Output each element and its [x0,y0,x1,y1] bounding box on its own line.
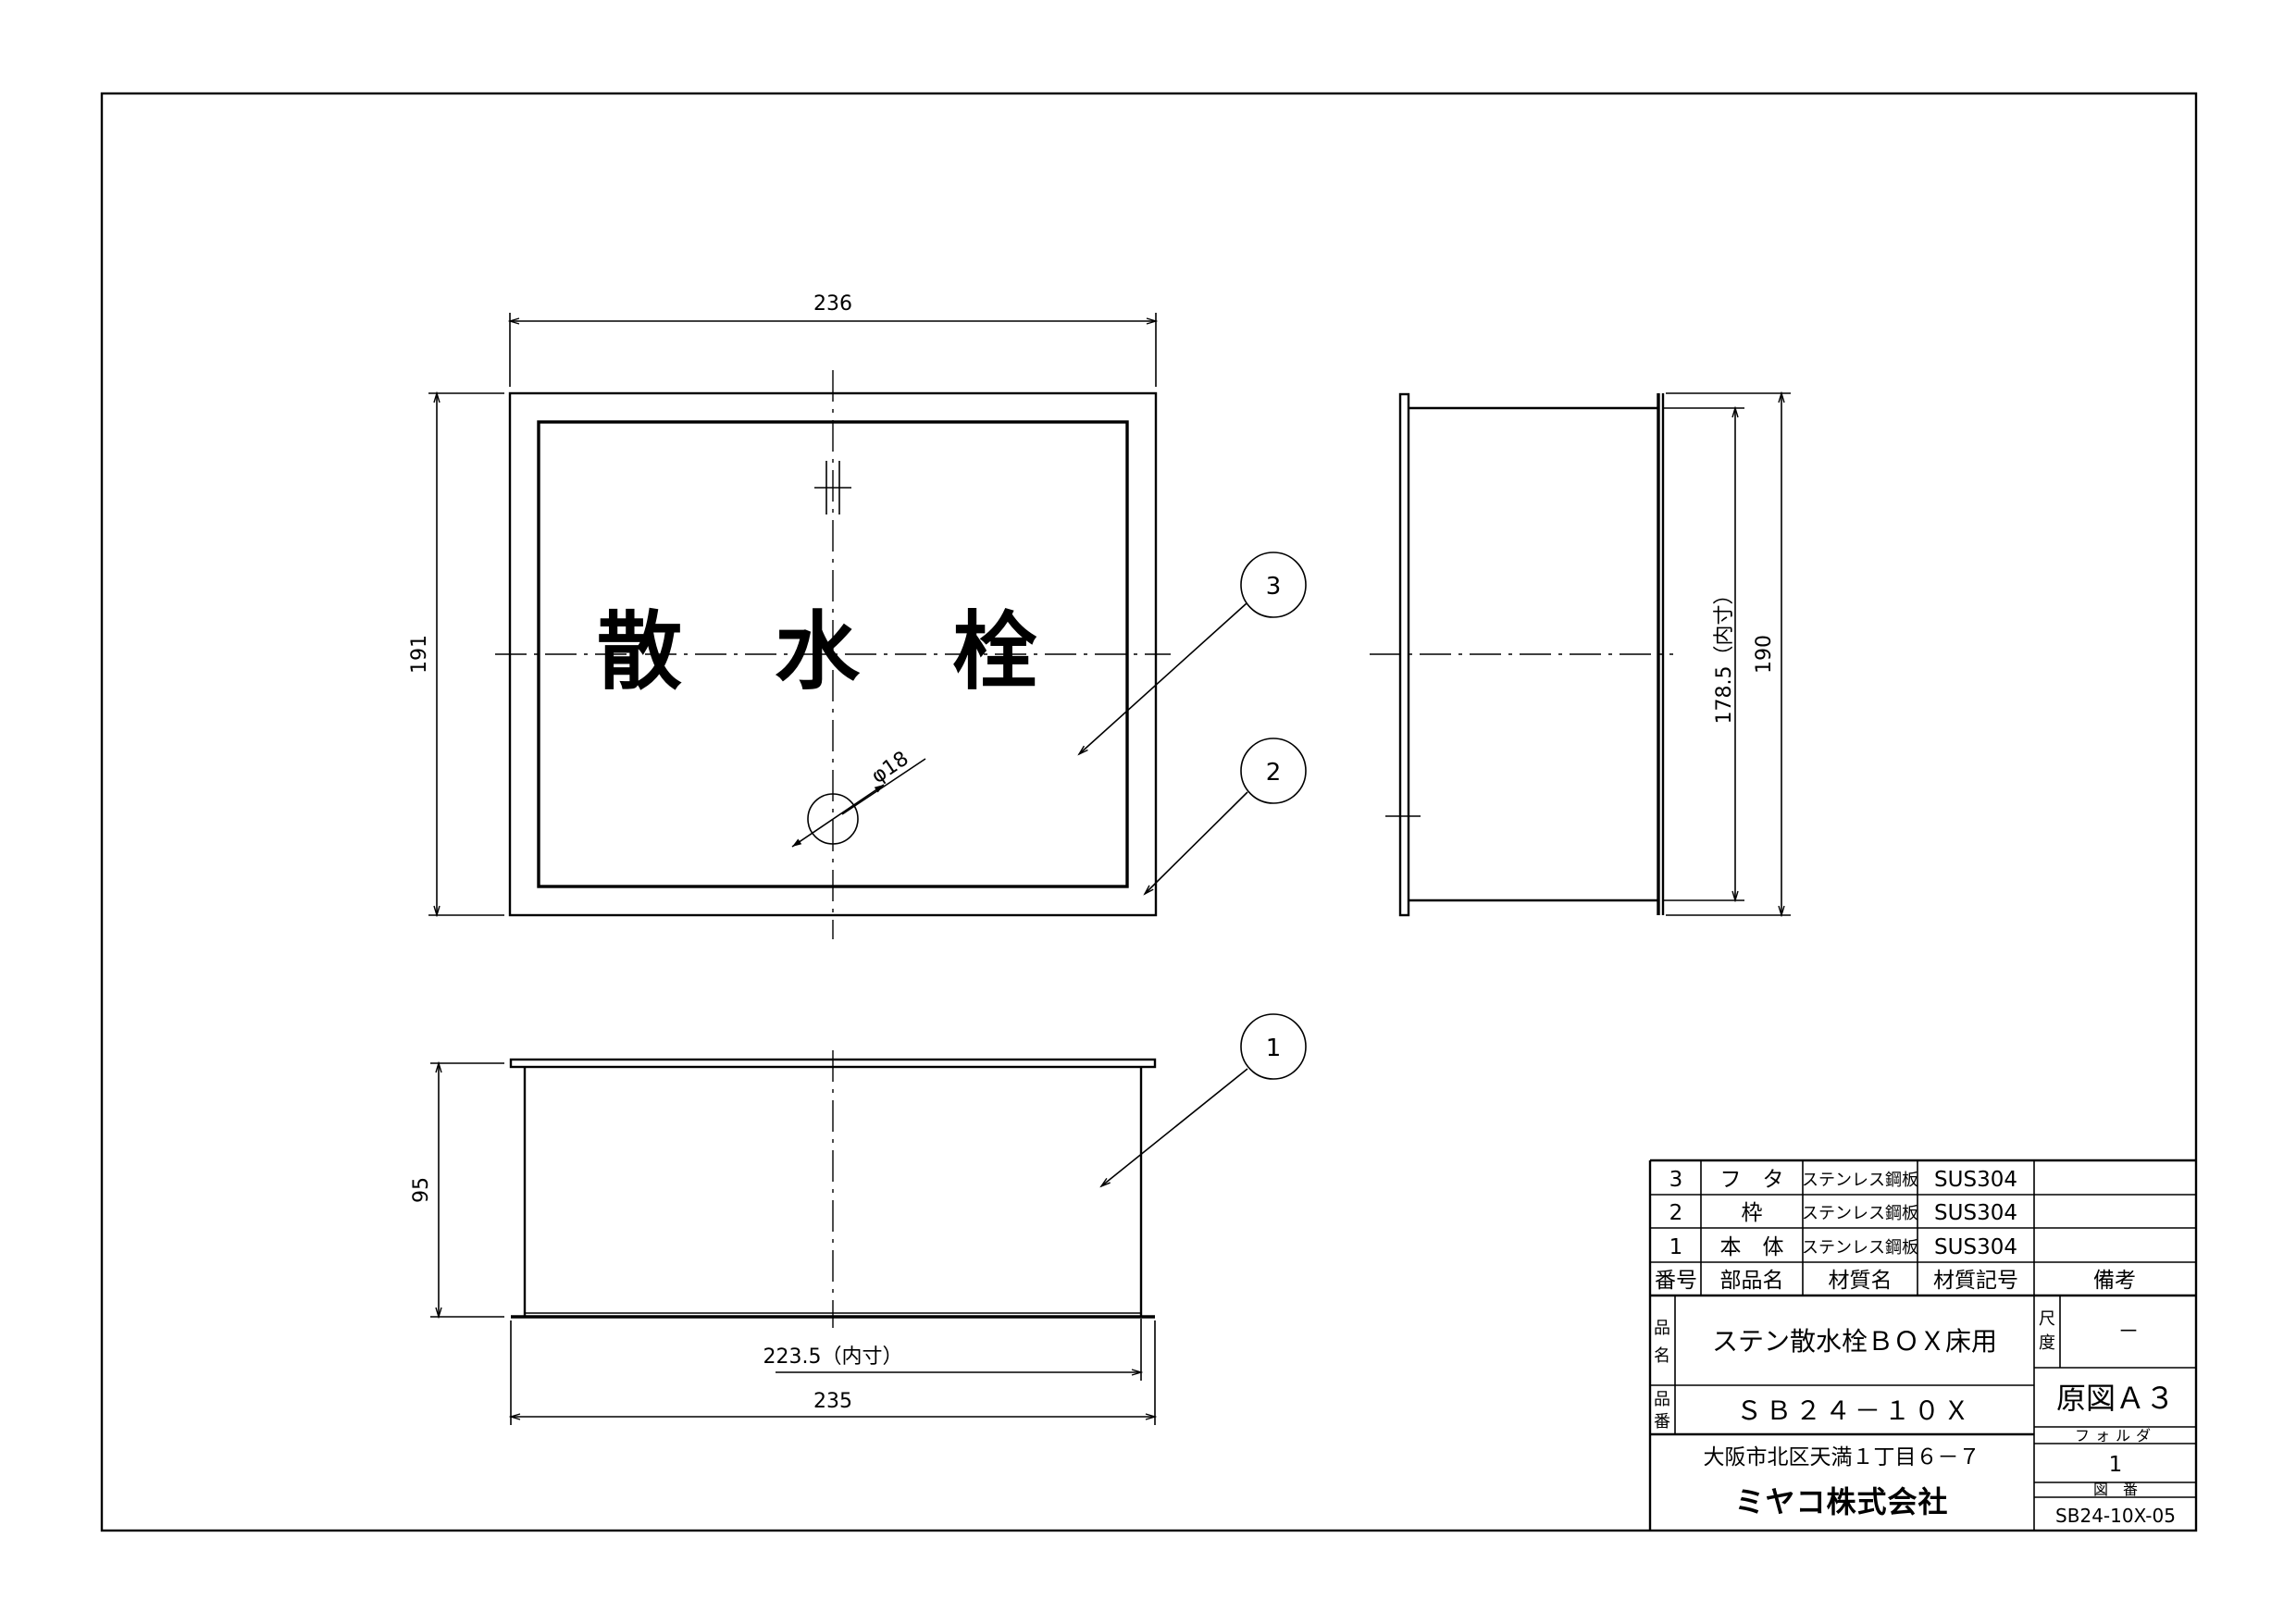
part-row-3-name: フ タ [1720,1168,1784,1192]
front-view: 95 223.5（内寸） 235 1 [410,1013,1307,1425]
part-row-1-code: SUS304 [1934,1235,2017,1259]
part-row-1-material: ステンレス鋼板 [1802,1238,1918,1258]
part-row-2-name: 枠 [1742,1201,1763,1225]
company-name: ミヤコ株式会社 [1734,1484,1948,1519]
part-row-1-no: 1 [1669,1235,1683,1259]
side-view-flange [1398,392,1410,917]
header-code: 材質記号 [1933,1269,2018,1293]
part-row-3-no: 3 [1669,1168,1683,1192]
lid-label: 散 水 栓 [597,602,1069,701]
part-row-1-name: 本 体 [1720,1235,1784,1259]
dim-top-width: 236 [813,292,852,316]
svg-text:度: 度 [2039,1333,2055,1353]
original-size: 原図Ａ３ [2056,1381,2175,1416]
balloon-1: 1 [1266,1035,1282,1062]
svg-text:尺: 尺 [2039,1309,2055,1329]
part-row-2-no: 2 [1669,1201,1683,1225]
side-view: 178.5（内寸） 190 [1370,393,1791,915]
scale-value: － [2118,1320,2140,1344]
header-name: 部品名 [1720,1269,1784,1293]
product-no: ＳＢ２４－１０Ｘ [1736,1395,1973,1426]
svg-text:品: 品 [1654,1319,1670,1338]
balloon-2: 2 [1266,759,1282,787]
dim-side-outer: 190 [1753,635,1776,674]
svg-text:番: 番 [1654,1412,1670,1432]
folder-value: 1 [2109,1453,2123,1477]
part-row-2-code: SUS304 [1934,1201,2017,1225]
dim-left-height: 191 [408,635,431,674]
header-no: 番号 [1655,1269,1697,1293]
header-material: 材質名 [1829,1269,1893,1293]
dim-side-inner: 178.5（内寸） [1713,585,1736,725]
balloon-3: 3 [1266,573,1282,601]
folder-label: フォルダ [2075,1427,2156,1444]
part-row-2-material: ステンレス鋼板 [1802,1204,1918,1223]
svg-text:名: 名 [1654,1346,1670,1366]
svg-text:品: 品 [1654,1390,1670,1409]
dim-bottom-inner: 223.5（内寸） [763,1345,903,1369]
dim-front-height: 95 [410,1177,433,1203]
part-row-3-code: SUS304 [1934,1168,2017,1192]
product-name: ステン散水栓ＢＯＸ床用 [1712,1326,1997,1357]
company-address: 大阪市北区天満１丁目６－７ [1704,1445,1980,1469]
dim-bottom-outer: 235 [813,1390,852,1413]
header-note: 備考 [2093,1269,2136,1293]
drawing-no: SB24-10X-05 [2055,1505,2176,1527]
title-block: 3 フ タ ステンレス鋼板 SUS304 2 枠 ステンレス鋼板 SUS304 … [1648,1159,2196,1531]
part-row-3-material: ステンレス鋼板 [1802,1171,1918,1190]
sheet-border [100,92,2198,1532]
drawing-no-label: 図 番 [2093,1481,2138,1498]
top-view: φ18 散 水 栓 236 191 3 2 [408,292,1307,939]
